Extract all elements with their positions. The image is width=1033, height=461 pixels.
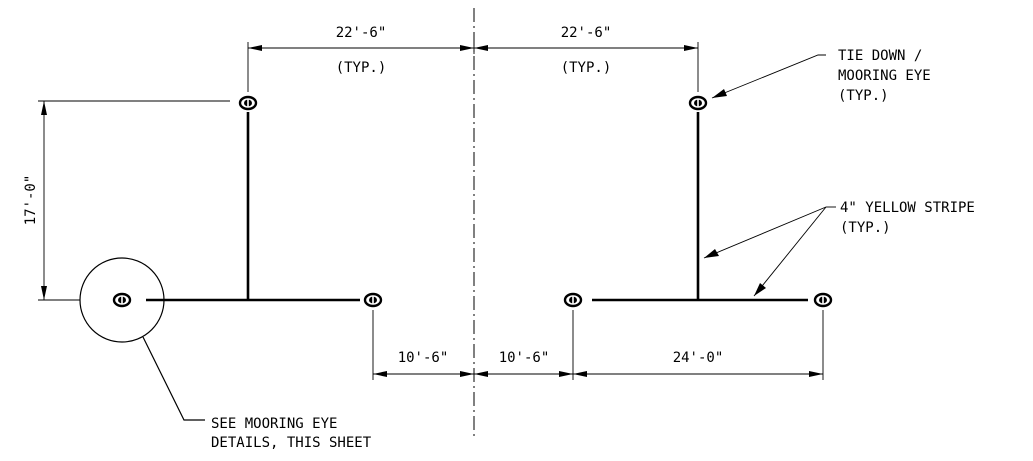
mooring-eye-icon	[238, 95, 258, 111]
dimension-top-right: 22'-6" (TYP.)	[474, 25, 699, 92]
detail-leader	[142, 336, 205, 421]
dimension-vertical: 17'-0"	[23, 100, 230, 301]
mooring-eye-icon	[688, 95, 708, 111]
note-tie-down-line2: MOORING EYE	[838, 68, 931, 84]
mooring-eyes	[112, 95, 833, 308]
note-see-details-line2: DETAILS, THIS SHEET	[211, 435, 372, 451]
dimension-top-left-sub: (TYP.)	[336, 60, 387, 76]
note-stripe-line2: (TYP.)	[840, 220, 891, 236]
note-see-details: SEE MOORING EYE DETAILS, THIS SHEET	[211, 416, 372, 451]
dimension-top-right-label: 22'-6"	[561, 25, 612, 41]
dimension-bottom-left-label: 10'-6"	[398, 350, 449, 366]
dimension-bottom-right: 24'-0"	[573, 310, 824, 380]
note-tie-down-line1: TIE DOWN /	[838, 48, 922, 64]
note-tie-down-line3: (TYP.)	[838, 88, 889, 104]
mooring-eye-icon	[813, 292, 833, 308]
callout-stripe: 4" YELLOW STRIPE (TYP.)	[703, 200, 975, 297]
dimension-bottom-mid-label: 10'-6"	[499, 350, 550, 366]
yellow-stripes	[146, 112, 808, 302]
callout-tie-down: TIE DOWN / MOORING EYE (TYP.)	[711, 48, 931, 104]
dimension-top-left-label: 22'-6"	[336, 25, 387, 41]
mooring-eye-icon	[363, 292, 383, 308]
dimension-bottom-right-label: 24'-0"	[673, 350, 724, 366]
dimension-bottom-mid: 10'-6"	[474, 310, 574, 380]
mooring-eye-icon	[563, 292, 583, 308]
note-see-details-line1: SEE MOORING EYE	[211, 416, 337, 432]
dimension-bottom-left: 10'-6"	[372, 310, 475, 380]
note-stripe-line1: 4" YELLOW STRIPE	[840, 200, 975, 216]
mooring-eye-icon	[112, 292, 132, 308]
dimension-top-right-sub: (TYP.)	[561, 60, 612, 76]
dimension-top-left: 22'-6" (TYP.)	[247, 25, 475, 92]
dimension-vertical-label: 17'-0"	[23, 175, 39, 226]
